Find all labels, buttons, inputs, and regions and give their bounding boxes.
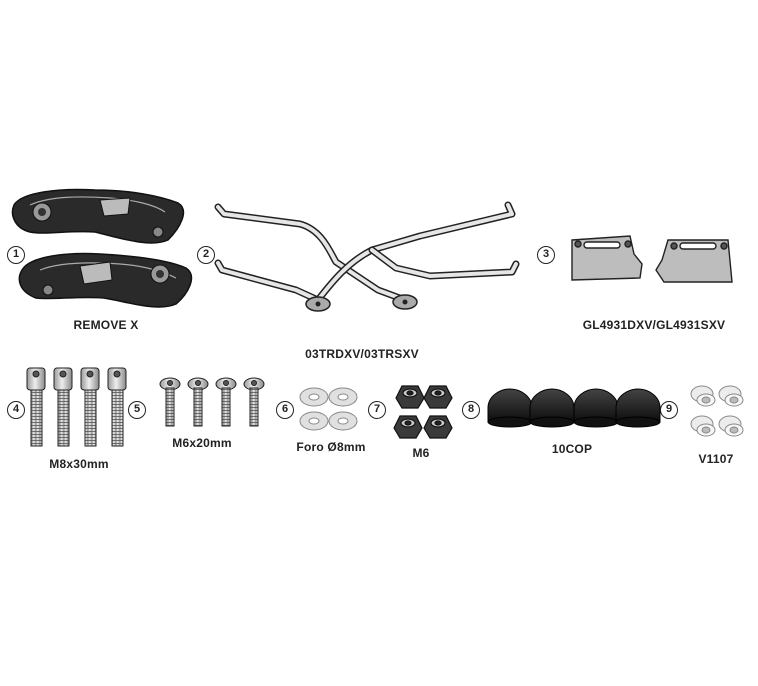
callout-5: 5 <box>128 401 146 419</box>
callout-2: 2 <box>197 246 215 264</box>
callout-7: 7 <box>368 401 386 419</box>
part-label-3: GL4931DXV/GL4931SXV <box>582 318 726 332</box>
callout-6: 6 <box>276 401 294 419</box>
callout-8: 8 <box>462 401 480 419</box>
callout-4: 4 <box>7 401 25 419</box>
bolt-icon <box>159 377 265 427</box>
nut-icon <box>393 385 453 439</box>
part-label-7: M6 <box>412 446 430 460</box>
bolt-icon <box>26 367 127 447</box>
part-label-9: V1107 <box>698 452 734 466</box>
part-label-2: 03TRDXV/03TRSXV <box>305 347 419 361</box>
part-label-5: M6x20mm <box>172 436 232 450</box>
washer-icon <box>299 387 358 431</box>
part-label-8: 10COP <box>551 442 593 456</box>
spacer-icon <box>690 385 744 437</box>
part-label-1: REMOVE X <box>73 318 139 332</box>
bracket-icon <box>571 235 733 283</box>
tube-frame-icon <box>214 201 520 312</box>
callout-9: 9 <box>660 401 678 419</box>
adapter-plate-icon <box>11 188 193 308</box>
part-label-4: M8x30mm <box>49 457 109 471</box>
cap-icon <box>487 388 661 428</box>
callout-3: 3 <box>537 246 555 264</box>
callout-1: 1 <box>7 246 25 264</box>
part-label-6: Foro Ø8mm <box>296 440 366 454</box>
